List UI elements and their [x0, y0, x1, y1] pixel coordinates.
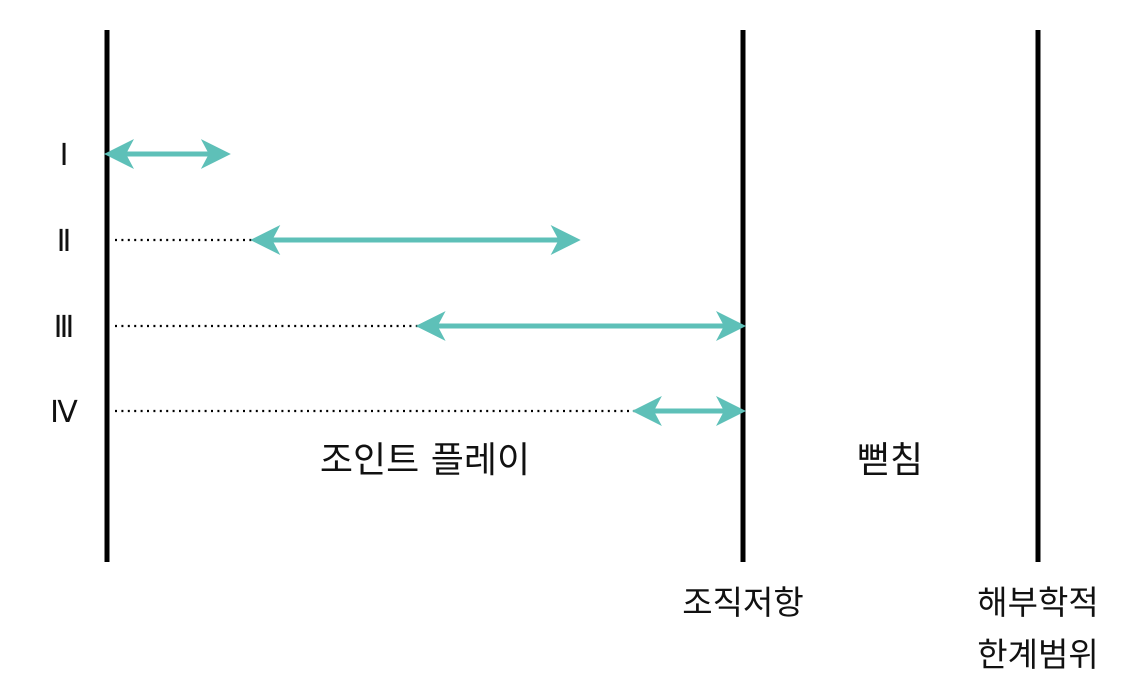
zone-label-stretch: 뻗침: [857, 440, 923, 481]
grade-label-1: Ⅰ: [60, 138, 69, 173]
grade-label-3: Ⅲ: [54, 310, 75, 345]
grade-label-2: Ⅱ: [57, 224, 72, 259]
anatomical-limit-label-line1: 해부학적: [977, 583, 1098, 622]
grade-label-4: Ⅳ: [50, 395, 78, 430]
anatomical-limit-label-line2: 한계범위: [977, 635, 1098, 674]
grade-rows: Ⅰ Ⅱ Ⅲ Ⅳ: [50, 138, 747, 430]
tissue-resistance-label: 조직저항: [682, 583, 803, 622]
zone-label-joint-play: 조인트 플레이: [320, 440, 530, 481]
